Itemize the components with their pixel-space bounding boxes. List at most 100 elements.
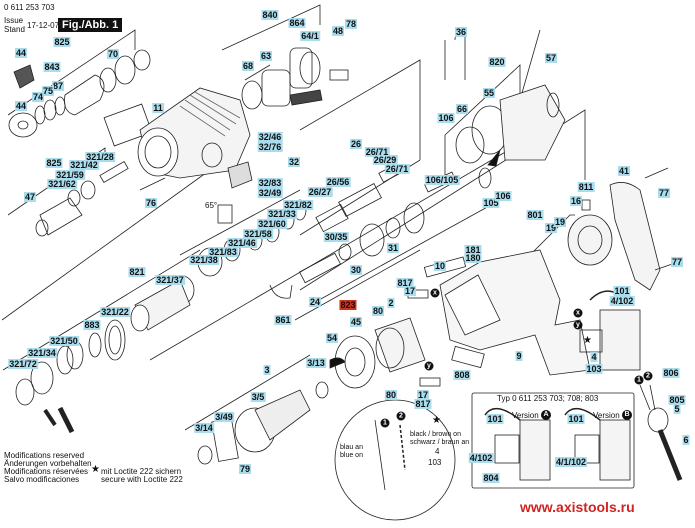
callout-80[interactable]: 80 [371, 306, 385, 316]
callout-32-76[interactable]: 32/76 [257, 142, 283, 152]
callout-805[interactable]: 805 [668, 395, 686, 405]
callout-44[interactable]: 44 [14, 48, 28, 58]
callout-321-22[interactable]: 321/22 [100, 307, 130, 317]
callout-78[interactable]: 78 [344, 19, 358, 29]
callout-19[interactable]: 19 [544, 223, 558, 233]
callout-321-37[interactable]: 321/37 [155, 275, 185, 285]
callout-26-29[interactable]: 26/29 [372, 155, 398, 165]
callout-5[interactable]: 5 [673, 404, 681, 414]
callout-321-46[interactable]: 321/46 [227, 238, 257, 248]
callout-883[interactable]: 883 [83, 320, 101, 330]
callout-79[interactable]: 79 [238, 464, 252, 474]
callout-4-1-102[interactable]: 4/1/102 [554, 457, 588, 467]
callout-321-50[interactable]: 321/50 [49, 336, 79, 346]
callout-30[interactable]: 30 [349, 265, 363, 275]
callout-55[interactable]: 55 [482, 88, 496, 98]
callout-3[interactable]: 3 [263, 365, 271, 375]
callout-48[interactable]: 48 [331, 26, 345, 36]
callout-10[interactable]: 10 [433, 261, 447, 271]
callout-321-60[interactable]: 321/60 [257, 219, 287, 229]
callout-32-46[interactable]: 32/46 [257, 132, 283, 142]
callout-68[interactable]: 68 [241, 61, 255, 71]
callout-3-49[interactable]: 3/49 [214, 412, 234, 422]
callout-321-38[interactable]: 321/38 [189, 255, 219, 265]
callout-2[interactable]: 2 [387, 298, 395, 308]
callout-17[interactable]: 17 [403, 286, 417, 296]
callout-77[interactable]: 77 [657, 188, 671, 198]
callout-74[interactable]: 74 [31, 92, 45, 102]
callout-77[interactable]: 77 [670, 257, 684, 267]
callout-817[interactable]: 817 [396, 278, 414, 288]
callout-321-62[interactable]: 321/62 [47, 179, 77, 189]
callout-321-33[interactable]: 321/33 [267, 209, 297, 219]
callout-101[interactable]: 101 [613, 286, 631, 296]
callout-75[interactable]: 75 [41, 86, 55, 96]
callout-31[interactable]: 31 [386, 243, 400, 253]
callout-17[interactable]: 17 [416, 390, 430, 400]
callout-63[interactable]: 63 [259, 51, 273, 61]
callout-41[interactable]: 41 [617, 166, 631, 176]
callout-26[interactable]: 26 [349, 139, 363, 149]
callout-70[interactable]: 70 [106, 49, 120, 59]
callout-4-102[interactable]: 4/102 [609, 296, 635, 306]
callout-4-102[interactable]: 4/102 [468, 453, 494, 463]
callout-804[interactable]: 804 [482, 473, 500, 483]
callout-9[interactable]: 9 [515, 351, 523, 361]
callout-840[interactable]: 840 [261, 10, 279, 20]
callout-76[interactable]: 76 [144, 198, 158, 208]
callout-3-13[interactable]: 3/13 [306, 358, 326, 368]
callout-57[interactable]: 57 [544, 53, 558, 63]
callout-64-1[interactable]: 64/1 [300, 31, 320, 41]
callout-825[interactable]: 825 [53, 37, 71, 47]
callout-24[interactable]: 24 [308, 297, 322, 307]
callout-26-71[interactable]: 26/71 [364, 147, 390, 157]
callout-6[interactable]: 6 [682, 435, 690, 445]
callout-101[interactable]: 101 [486, 414, 504, 424]
callout-16[interactable]: 16 [569, 196, 583, 206]
callout-321-58[interactable]: 321/58 [243, 229, 273, 239]
callout-864[interactable]: 864 [288, 18, 306, 28]
callout-801[interactable]: 801 [526, 210, 544, 220]
callout-54[interactable]: 54 [325, 333, 339, 343]
callout-45[interactable]: 45 [349, 317, 363, 327]
callout-3-14[interactable]: 3/14 [194, 423, 214, 433]
callout-3-5[interactable]: 3/5 [250, 392, 266, 402]
callout-321-34[interactable]: 321/34 [27, 348, 57, 358]
callout-808[interactable]: 808 [453, 370, 471, 380]
callout-26-56[interactable]: 26/56 [325, 177, 351, 187]
callout-821[interactable]: 821 [128, 267, 146, 277]
callout-105[interactable]: 105 [482, 198, 500, 208]
callout-30-35[interactable]: 30/35 [323, 232, 349, 242]
callout-825[interactable]: 825 [45, 158, 63, 168]
callout-101[interactable]: 101 [567, 414, 585, 424]
callout-19[interactable]: 19 [553, 217, 567, 227]
callout-861[interactable]: 861 [274, 315, 292, 325]
callout-103[interactable]: 103 [585, 364, 603, 374]
callout-321-72[interactable]: 321/72 [8, 359, 38, 369]
callout-32-83[interactable]: 32/83 [257, 178, 283, 188]
callout-80[interactable]: 80 [384, 390, 398, 400]
callout-32-49[interactable]: 32/49 [257, 188, 283, 198]
callout-highlighted[interactable]: 823 [339, 300, 357, 310]
callout-106[interactable]: 106 [494, 191, 512, 201]
callout-321-83[interactable]: 321/83 [208, 247, 238, 257]
callout-47[interactable]: 47 [23, 192, 37, 202]
callout-811[interactable]: 811 [577, 182, 595, 192]
callout-806[interactable]: 806 [662, 368, 680, 378]
callout-106-105[interactable]: 106/105 [424, 175, 460, 185]
callout-66[interactable]: 66 [455, 104, 469, 114]
callout-321-82[interactable]: 321/82 [283, 200, 313, 210]
callout-321-42[interactable]: 321/42 [69, 160, 99, 170]
callout-36[interactable]: 36 [454, 27, 468, 37]
callout-181[interactable]: 181 [464, 245, 482, 255]
callout-32[interactable]: 32 [287, 157, 301, 167]
callout-321-59[interactable]: 321/59 [55, 170, 85, 180]
callout-26-71[interactable]: 26/71 [384, 164, 410, 174]
callout-4[interactable]: 4 [590, 352, 598, 362]
callout-44[interactable]: 44 [14, 101, 28, 111]
callout-843[interactable]: 843 [43, 62, 61, 72]
callout-87[interactable]: 87 [51, 81, 65, 91]
callout-106[interactable]: 106 [437, 113, 455, 123]
callout-321-28[interactable]: 321/28 [85, 152, 115, 162]
callout-26-27[interactable]: 26/27 [307, 187, 333, 197]
